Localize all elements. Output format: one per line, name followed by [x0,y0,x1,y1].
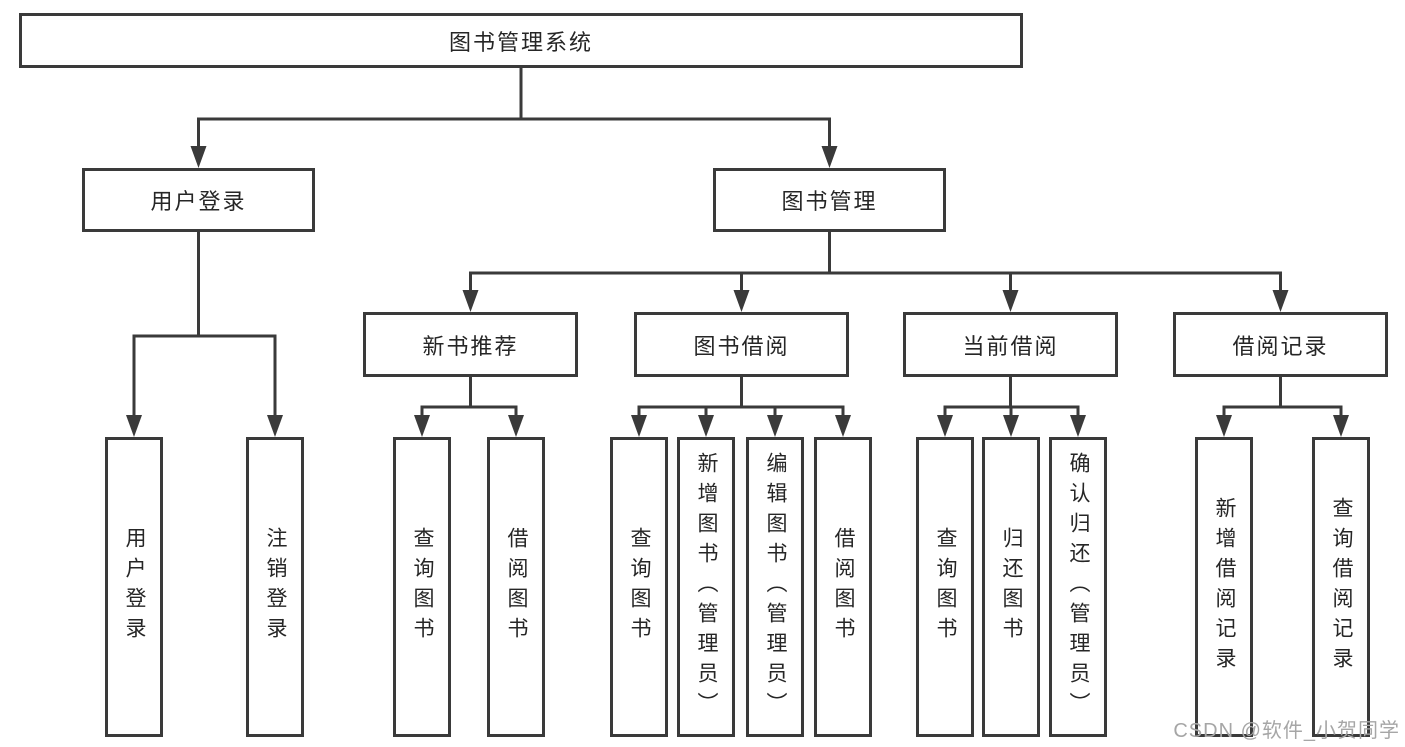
arrow-down-icon [1272,290,1289,312]
leaf-logout: 注销登录 [246,437,304,737]
node-label: 确认归还（管理员） [1067,452,1090,722]
node-user-login: 用户登录 [82,168,315,232]
arrow-down-icon [733,290,750,312]
leaf-return-books: 归还图书 [982,437,1040,737]
leaf-add-books-admin: 新增图书（管理员） [677,437,735,737]
node-label: 用户登录 [123,527,146,647]
arrow-down-icon [1002,290,1019,312]
node-label: 查询图书 [411,527,434,647]
node-label: 新增图书（管理员） [695,452,718,722]
node-label: 编辑图书（管理员） [764,452,787,722]
node-label: 归还图书 [1000,527,1023,647]
node-label: 借阅记录 [1232,333,1329,359]
leaf-user-login: 用户登录 [105,437,163,737]
arrow-down-icon [190,146,207,168]
node-new-book-recommend: 新书推荐 [363,312,578,377]
node-label: 新增借阅记录 [1213,497,1236,677]
arrow-down-icon [767,415,783,437]
leaf-query-books-recommend: 查询图书 [393,437,451,737]
node-borrowing-records: 借阅记录 [1173,312,1388,377]
arrow-down-icon [126,415,142,437]
leaf-add-borrow-record: 新增借阅记录 [1195,437,1253,737]
connector-root-to-level2 [190,64,838,168]
connector-records-to-leaves [1216,373,1349,437]
leaf-edit-books-admin: 编辑图书（管理员） [746,437,804,737]
watermark: CSDN @软件_小贺同学 [1173,720,1400,742]
leaf-query-borrow-record: 查询借阅记录 [1312,437,1370,737]
node-label: 查询图书 [934,527,957,647]
connector-borrowing-to-leaves [631,373,851,437]
node-label: 图书管理系统 [448,29,593,55]
arrow-down-icon [937,415,953,437]
arrow-down-icon [698,415,714,437]
node-label: 查询图书 [628,527,651,647]
leaf-borrow-books-borrowing: 借阅图书 [814,437,872,737]
arrow-down-icon [267,415,283,437]
node-label: 图书借阅 [693,333,790,359]
arrow-down-icon [1070,415,1086,437]
node-book-borrowing: 图书借阅 [634,312,849,377]
arrow-down-icon [1216,415,1232,437]
node-label: 查询借阅记录 [1330,497,1353,677]
node-label: 当前借阅 [962,333,1059,359]
connector-bookmgmt-to-level3 [462,228,1289,312]
leaf-confirm-return-admin: 确认归还（管理员） [1049,437,1107,737]
arrow-down-icon [414,415,430,437]
leaf-borrow-books-recommend: 借阅图书 [487,437,545,737]
arrow-down-icon [835,415,851,437]
arrow-down-icon [462,290,479,312]
node-label: 用户登录 [150,189,247,214]
node-label: 注销登录 [264,527,287,647]
node-label: 借阅图书 [832,527,855,647]
connector-current-to-leaves [937,373,1086,437]
arrow-down-icon [1003,415,1019,437]
leaf-query-books-current: 查询图书 [916,437,974,737]
node-current-borrowing: 当前借阅 [903,312,1118,377]
connector-userlogin-to-leaves [126,228,283,437]
node-label: 图书管理 [781,189,878,214]
arrow-down-icon [508,415,524,437]
node-root-system: 图书管理系统 [19,13,1023,68]
leaf-query-books-borrowing: 查询图书 [610,437,668,737]
arrow-down-icon [821,146,838,168]
arrow-down-icon [1333,415,1349,437]
node-label: 新书推荐 [422,333,519,359]
node-book-management: 图书管理 [713,168,946,232]
arrow-down-icon [631,415,647,437]
node-label: 借阅图书 [505,527,528,647]
connector-newbook-to-leaves [414,373,524,437]
